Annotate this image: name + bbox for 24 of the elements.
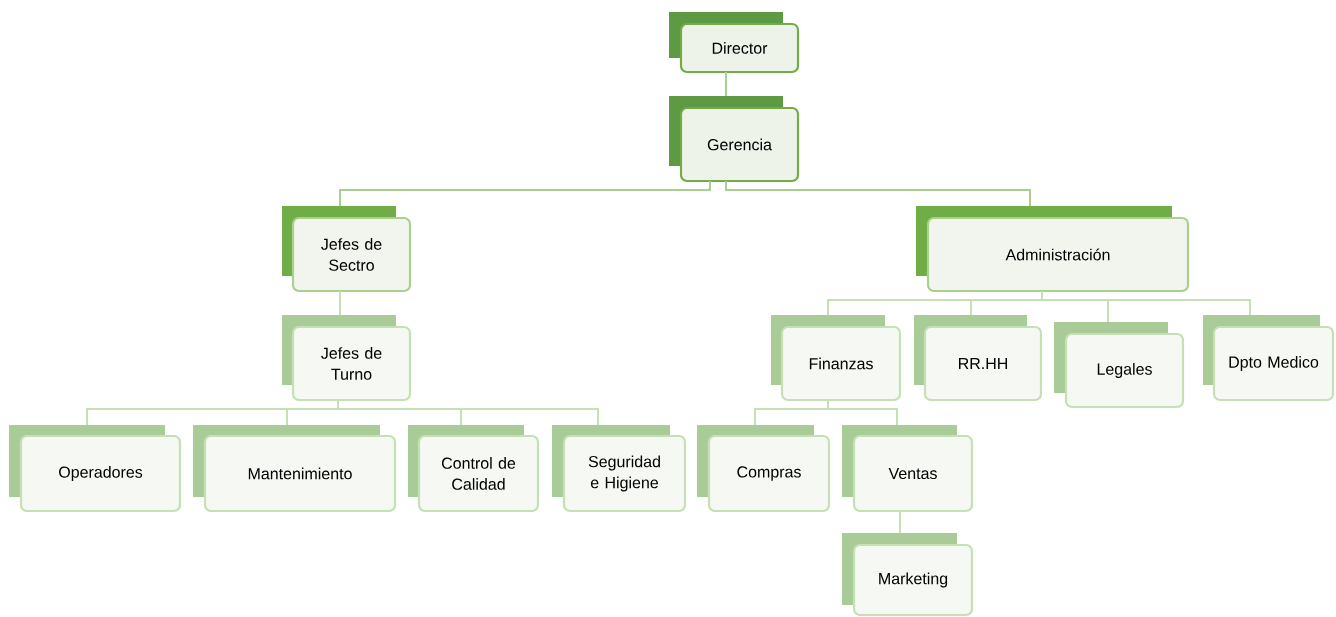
org-box: Ventas xyxy=(842,425,974,513)
org-box: Finanzas xyxy=(771,315,902,402)
org-box: Director xyxy=(669,12,800,74)
org-box: Legales xyxy=(1054,322,1185,409)
connector-line xyxy=(725,71,727,97)
connector-line xyxy=(725,180,1031,207)
org-box: Jefes de Turno xyxy=(282,315,412,402)
connector-line xyxy=(339,290,341,316)
org-box: Dpto Medico xyxy=(1203,315,1335,402)
org-box: Administración xyxy=(916,206,1190,293)
connector-line xyxy=(1041,290,1251,316)
connector-line xyxy=(337,399,599,426)
org-box: Jefes de Sectro xyxy=(282,206,412,293)
org-box: Gerencia xyxy=(669,96,800,183)
org-box: Control de Calidad xyxy=(408,425,540,513)
connector-line xyxy=(899,510,901,534)
connector-line xyxy=(339,180,711,207)
connector-line xyxy=(827,399,898,426)
org-box: RR.HH xyxy=(914,315,1043,402)
org-box: Marketing xyxy=(842,533,974,617)
org-box: Compras xyxy=(697,425,831,513)
org-box: Mantenimiento xyxy=(193,425,397,513)
org-box: Operadores xyxy=(9,425,182,513)
org-box: Seguridad e Higiene xyxy=(552,425,687,513)
